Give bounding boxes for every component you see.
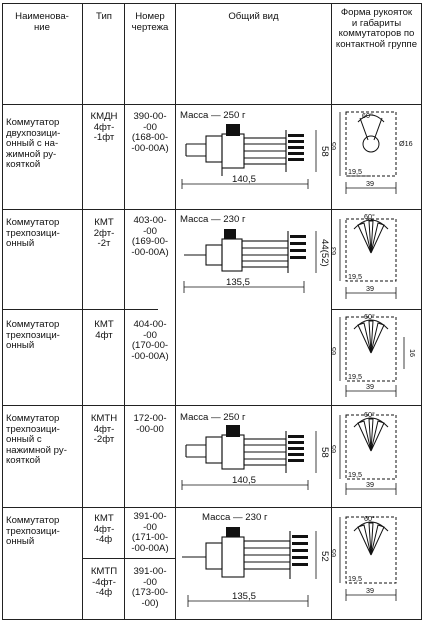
row-mass: Масса — 230 г (202, 512, 268, 523)
header-handles: Форма рукояток и габариты коммутаторов п… (335, 7, 418, 50)
header-type: Тип (96, 11, 112, 22)
header-divider (2, 104, 422, 105)
row-name: Коммутатор двухпозици- онный с на- жимно… (6, 117, 61, 171)
inner-width-label: 19,5 (348, 272, 362, 281)
angle-label: 60° (362, 111, 373, 120)
row-divider (2, 209, 422, 210)
row-drawing: 172-00- -00-00 (133, 413, 167, 435)
table-border-bottom (2, 619, 422, 620)
header-view: Общий вид (228, 11, 279, 22)
row-mass: Масса — 250 г (180, 110, 246, 121)
length-dimension: 140,5 (232, 174, 256, 185)
row-drawing: 403-00- -00 (169-00- -00-00А) (131, 215, 169, 258)
angle-label: 60° (364, 312, 375, 321)
outer-width-label: 39 (366, 382, 374, 391)
table-border-top (2, 3, 422, 4)
switch-side-view-drawing: 140,5 58 (181, 124, 330, 189)
row-name: Коммутатор трехпозици- онный (6, 319, 60, 352)
table-border-right (421, 3, 422, 620)
row-name: Коммутатор трехпозици- онный (6, 217, 60, 250)
row-divider (2, 405, 422, 406)
inner-width-label: 19,5 (348, 574, 362, 583)
row-divider (2, 309, 158, 310)
angle-label: 60° (364, 212, 375, 221)
row-type: КМТ 2фт- -2т (93, 217, 115, 250)
column-divider (124, 3, 125, 620)
inner-width-label: 19,5 (348, 470, 362, 479)
outer-height-label: 65 (329, 445, 338, 453)
inner-width-label: 19,5 (348, 167, 362, 176)
column-divider (82, 3, 83, 620)
angle-label: 60° (364, 410, 375, 419)
length-dimension: 135,5 (226, 277, 250, 288)
row-divider (331, 309, 422, 310)
row-type: КМТН 4фт- -2фт (90, 413, 118, 446)
switch-side-view-drawing: 140,5 58 (181, 425, 330, 490)
row-mass: Масса — 230 г (180, 214, 246, 225)
table-border-left (2, 3, 3, 620)
outer-width-label: 39 (366, 284, 374, 293)
column-divider (331, 3, 332, 620)
row-type: КМТ 4фт- -4ф (93, 513, 115, 546)
inner-width-label: 19,5 (348, 372, 362, 381)
outer-width-label: 39 (366, 586, 374, 595)
header-name: Наименова- ние (15, 11, 69, 33)
row-drawing: 390-00- -00 (168-00- -00-00А) (131, 111, 169, 154)
outer-height-label: 65 (329, 549, 338, 557)
height-dimension: 52 (319, 551, 330, 562)
row-drawing: 404-00- -00 (170-00- -00-00А) (131, 319, 169, 362)
row-type: КМДН 4фт- -1фт (90, 111, 118, 144)
outer-width-label: 39 (366, 480, 374, 489)
row-mass: Масса — 250 г (180, 412, 246, 423)
height-dimension: 58 (319, 447, 330, 458)
handle-front-view-drawing: 60° 19,5 39 65 (329, 410, 397, 495)
row-drawing: 391-00- -00 (171-00- -00-00А) (131, 511, 169, 554)
sub-row-divider (82, 558, 175, 559)
handle-front-view-drawing: 60° 19,5 39 65 (329, 514, 397, 601)
outer-height-label: 63 (329, 247, 338, 255)
handle-front-view-drawing: 60° 19,5 39 63 (329, 212, 397, 299)
row-drawing-variant: 391-00- -00 (173-00- -00) (131, 566, 169, 609)
angle-label: 60° (364, 514, 375, 523)
height-dimension: 44(52) (319, 239, 330, 267)
switch-side-view-drawing: 135,5 52 (182, 527, 330, 607)
row-name: Коммутатор трехпозици- онный с нажимной … (6, 413, 67, 467)
row-name: Коммутатор трехпозици- онный (6, 515, 60, 548)
height-dimension: 58 (319, 146, 330, 157)
diameter-label: Ø16 (399, 139, 413, 148)
outer-width-label: 39 (366, 179, 374, 188)
length-dimension: 140,5 (232, 475, 256, 486)
row-type-variant: КМТП -4фт- -4ф (90, 566, 118, 599)
outer-height-label: 65 (329, 347, 338, 355)
row-type: КМТ 4фт (94, 319, 114, 341)
header-drawing: Номер чертежа (131, 11, 169, 33)
handle-front-view-drawing: 60° 19,5 39 65 16 (329, 312, 417, 397)
outer-height-label: 65 (329, 142, 338, 150)
handle-front-view-drawing: 60° Ø16 19,5 39 65 (329, 111, 413, 194)
length-dimension: 135,5 (232, 591, 256, 602)
switch-side-view-drawing: 135,5 44(52) (183, 229, 330, 293)
right-height-label: 16 (408, 349, 417, 357)
row-divider (2, 507, 422, 508)
column-divider (175, 3, 176, 620)
